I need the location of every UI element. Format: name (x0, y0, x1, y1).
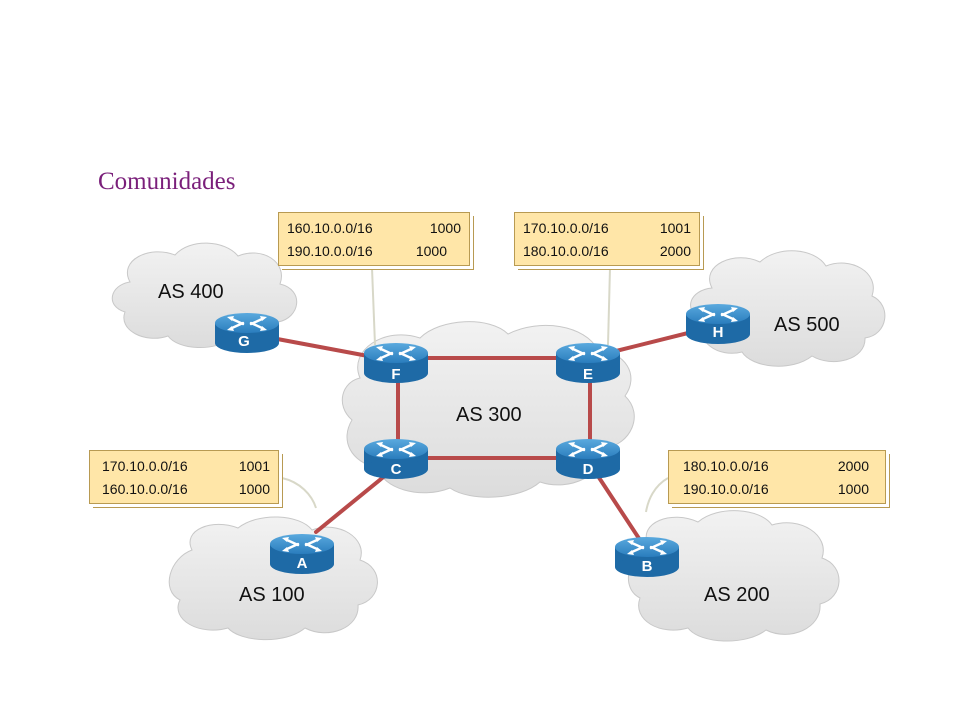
link-c-a (314, 468, 394, 534)
router-label: A (297, 555, 308, 572)
table-row: 170.10.0.0/16 1001 (90, 454, 278, 477)
router-f: F (362, 341, 430, 385)
community-cell: 1000 (238, 480, 270, 497)
table-row: 190.10.0.0/16 1000 (669, 477, 885, 500)
prefix-cell: 170.10.0.0/16 (523, 219, 609, 236)
router-c: C (362, 437, 430, 481)
router-d: D (554, 437, 622, 481)
prefix-cell: 190.10.0.0/16 (287, 242, 373, 259)
table-row: 160.10.0.0/16 1000 (279, 216, 469, 239)
prefix-cell: 180.10.0.0/16 (683, 457, 769, 474)
cloud-as200 (628, 510, 840, 642)
prefix-cell: 160.10.0.0/16 (102, 480, 188, 497)
page-title: Comunidades (98, 168, 236, 195)
community-cell: 1000 (837, 480, 869, 497)
router-label: C (391, 461, 402, 478)
community-table-top-right: 170.10.0.0/16 1001 180.10.0.0/16 2000 (514, 212, 700, 266)
community-cell: 1000 (415, 242, 447, 259)
router-label: H (713, 324, 724, 341)
router-label: G (238, 333, 250, 350)
community-cell: 1001 (659, 219, 691, 236)
community-table-bottom-right: 180.10.0.0/16 2000 190.10.0.0/16 1000 (668, 450, 886, 504)
connector-top-right (607, 267, 611, 346)
community-cell: 1000 (429, 219, 461, 236)
as200-label: AS 200 (704, 584, 770, 606)
prefix-cell: 190.10.0.0/16 (683, 480, 769, 497)
link-g-f (270, 336, 370, 358)
connector-bottom-left (281, 477, 317, 509)
prefix-cell: 180.10.0.0/16 (523, 242, 609, 259)
table-row: 160.10.0.0/16 1000 (90, 477, 278, 500)
as100-label: AS 100 (239, 584, 305, 606)
link-d-b (592, 468, 642, 542)
router-e: E (554, 341, 622, 385)
table-row: 180.10.0.0/16 2000 (669, 454, 885, 477)
link-e-h (610, 328, 702, 354)
router-a: A (268, 532, 336, 576)
table-row: 190.10.0.0/16 1000 (279, 239, 469, 262)
router-b: B (613, 535, 681, 579)
router-h: H (684, 302, 752, 346)
community-table-bottom-left: 170.10.0.0/16 1001 160.10.0.0/16 1000 (89, 450, 279, 504)
as300-label: AS 300 (456, 404, 522, 426)
table-row: 170.10.0.0/16 1001 (515, 216, 699, 239)
router-label: D (583, 461, 594, 478)
as400-label: AS 400 (158, 281, 224, 303)
community-table-top-left: 160.10.0.0/16 1000 190.10.0.0/16 1000 (278, 212, 470, 266)
connector-bottom-right (645, 477, 669, 513)
cloud-as100 (168, 516, 378, 641)
prefix-cell: 160.10.0.0/16 (287, 219, 373, 236)
router-label: E (583, 366, 593, 383)
as500-label: AS 500 (774, 314, 840, 336)
community-cell: 2000 (837, 457, 869, 474)
router-label: F (391, 366, 400, 383)
community-cell: 2000 (659, 242, 691, 259)
prefix-cell: 170.10.0.0/16 (102, 457, 188, 474)
community-cell: 1001 (238, 457, 270, 474)
connector-top-left (371, 267, 376, 346)
router-g: G (213, 311, 281, 355)
router-label: B (642, 558, 653, 575)
table-row: 180.10.0.0/16 2000 (515, 239, 699, 262)
